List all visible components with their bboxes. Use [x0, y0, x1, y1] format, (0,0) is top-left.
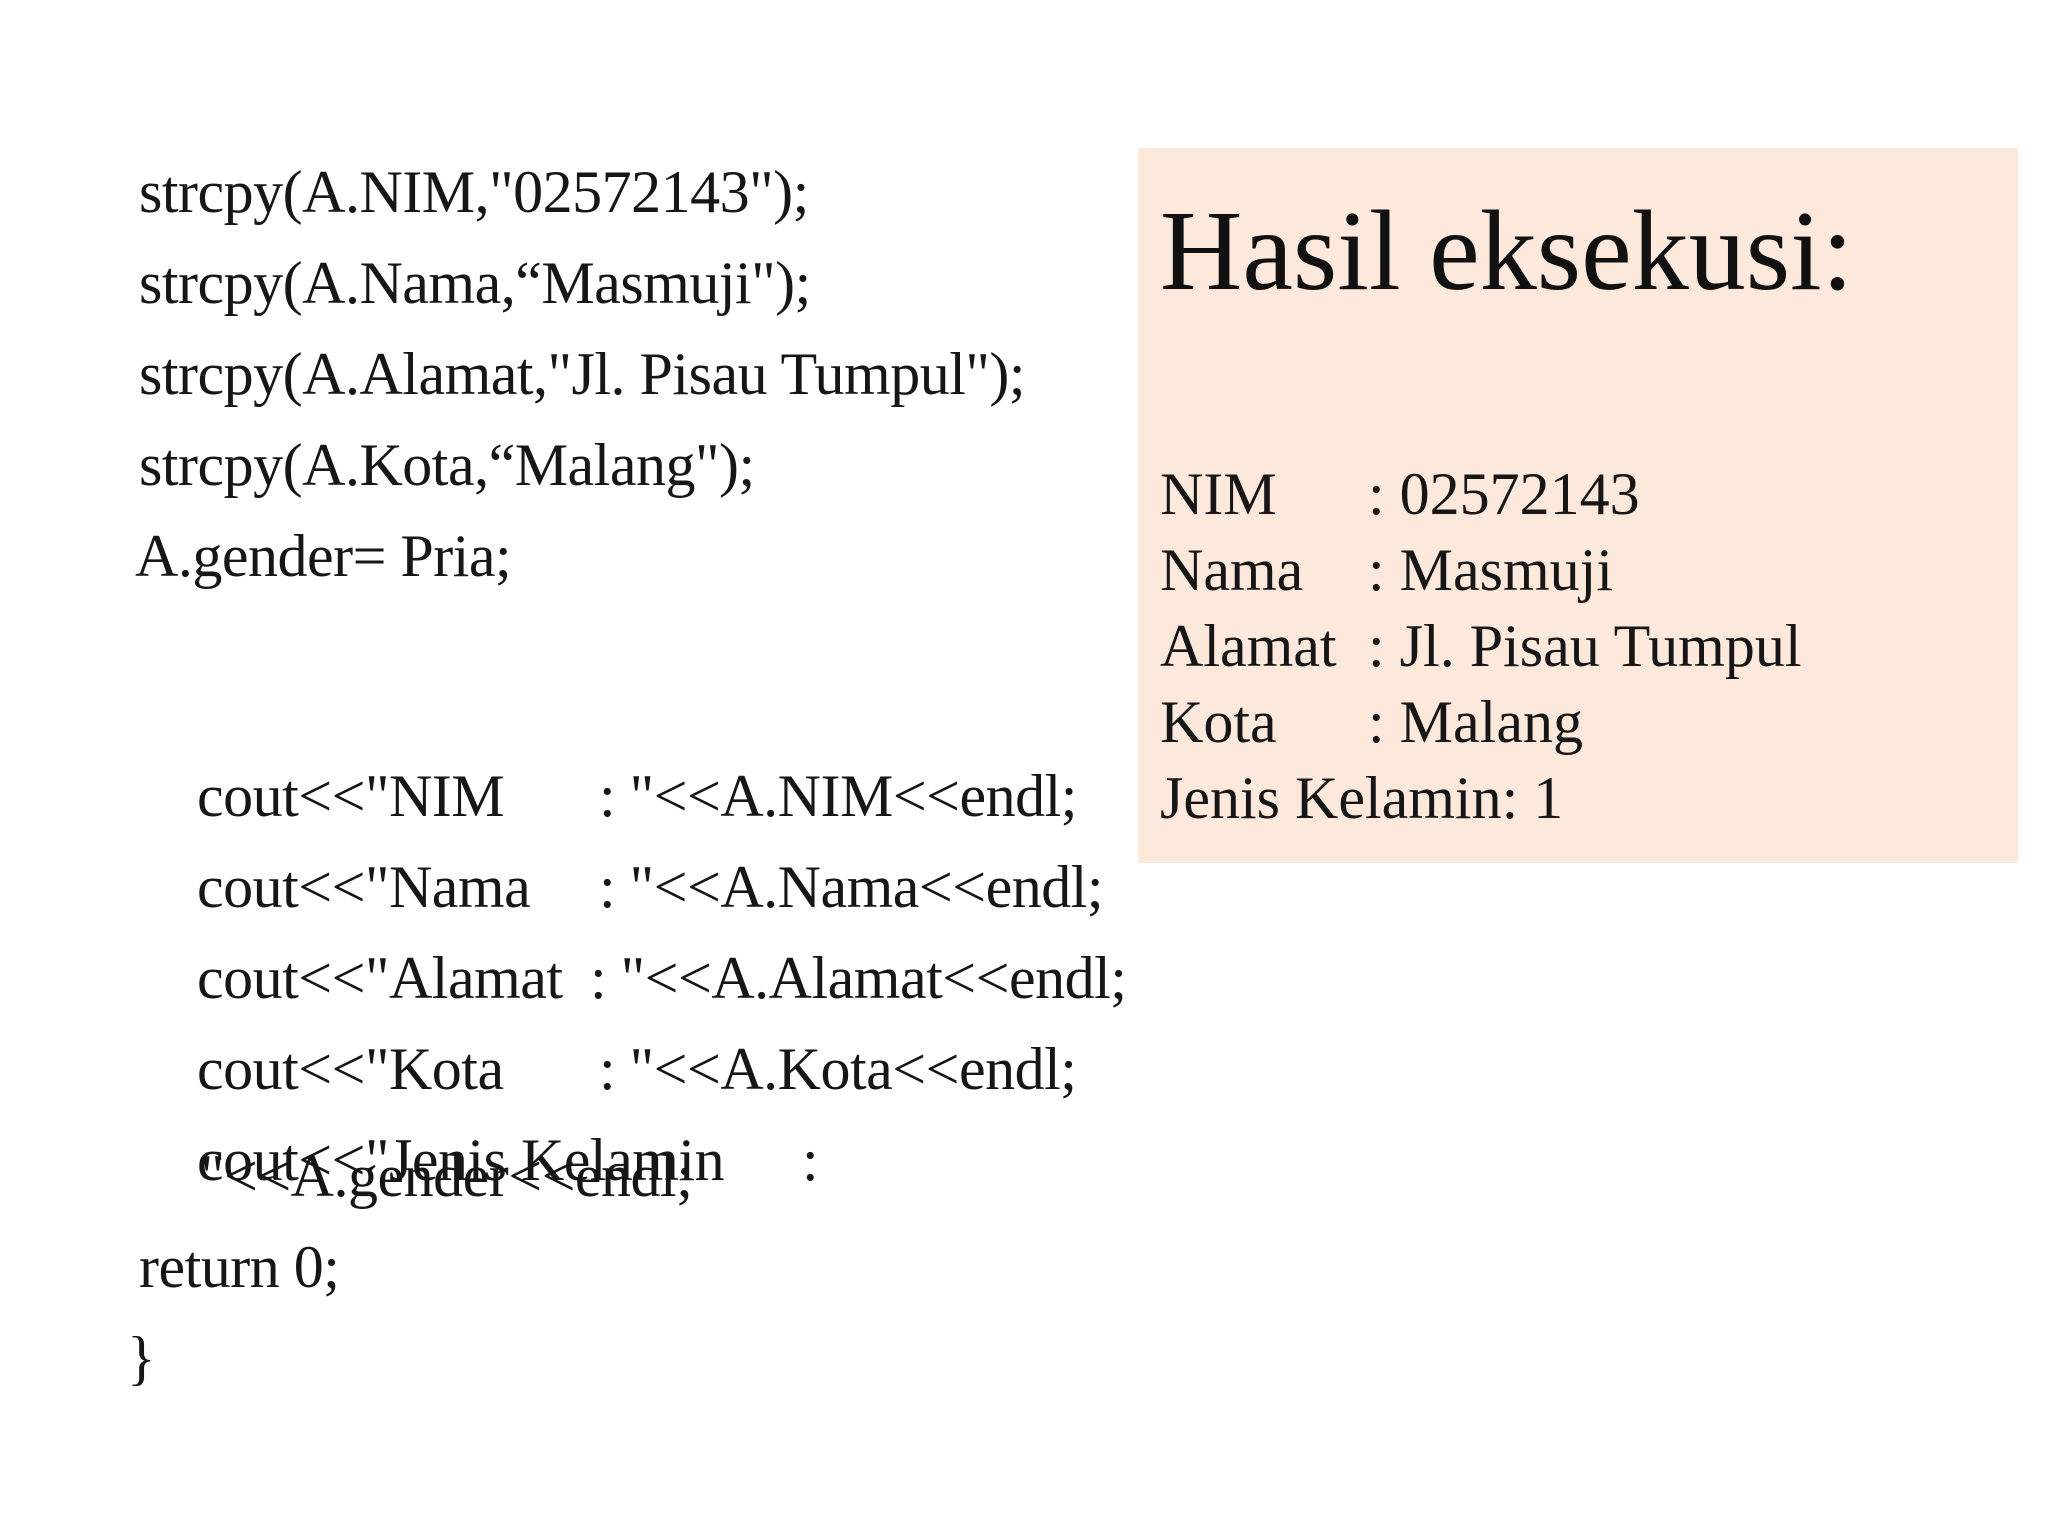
code-line-cout-kota: cout<<"Kota : "<<A.Kota<<endl;	[139, 979, 1077, 1159]
result-row-gender: Jenis Kelamin: 1	[1160, 768, 1563, 828]
result-row-alamat: Alamat : Jl. Pisau Tumpul	[1160, 616, 1802, 676]
cout-nim-prefix: cout<<"NIM	[197, 763, 505, 829]
result-value-gender: : 1	[1501, 765, 1564, 831]
code-line-gender-assign: A.gender= Pria;	[135, 523, 512, 589]
code-line-cout-gender: cout<<"Jenis Kelamin:	[139, 1070, 819, 1250]
code-line-strcpy-alamat: strcpy(A.Alamat,"Jl. Pisau Tumpul");	[139, 341, 1026, 407]
cout-kota-prefix: cout<<"Kota	[197, 1036, 504, 1102]
code-closing-brace: }	[127, 1325, 156, 1391]
result-row-kota: Kota : Malang	[1160, 692, 1583, 752]
code-line-cout-gender-cont: "<<A.gender<<endl;	[200, 1143, 693, 1209]
result-title: Hasil eksekusi:	[1160, 187, 1854, 314]
result-value-kota: : Malang	[1368, 689, 1583, 755]
code-line-cout-alamat: cout<<"Alamat : "<<A.Alamat<<endl;	[139, 888, 1127, 1068]
result-label-gender: Jenis Kelamin	[1160, 765, 1502, 831]
code-line-strcpy-nama: strcpy(A.Nama,“Masmuji");	[139, 250, 811, 316]
cout-alamat-suffix: : "<<A.Alamat<<endl;	[590, 945, 1127, 1011]
cout-kota-suffix: : "<<A.Kota<<endl;	[599, 1036, 1077, 1102]
result-label-nama: Nama	[1160, 537, 1304, 603]
cout-alamat-prefix: cout<<"Alamat	[197, 945, 563, 1011]
result-label-nim: NIM	[1160, 461, 1277, 527]
code-line-return: return 0;	[139, 1234, 340, 1300]
cout-nama-suffix: : "<<A.Nama<<endl;	[599, 854, 1104, 920]
code-line-strcpy-kota: strcpy(A.Kota,“Malang");	[139, 432, 755, 498]
result-label-kota: Kota	[1160, 689, 1277, 755]
cout-gender-suffix: :	[802, 1127, 819, 1193]
cout-gender-prefix: cout<<"Jenis Kelamin	[197, 1127, 725, 1193]
code-line-cout-nim: cout<<"NIM : "<<A.NIM<<endl;	[139, 706, 1077, 886]
cout-nama-prefix: cout<<"Nama	[197, 854, 531, 920]
result-value-alamat: : Jl. Pisau Tumpul	[1368, 613, 1802, 679]
result-value-nim: : 02572143	[1368, 461, 1640, 527]
code-line-cout-nama: cout<<"Nama : "<<A.Nama<<endl;	[139, 797, 1104, 977]
result-value-nama: : Masmuji	[1368, 537, 1614, 603]
result-row-nim: NIM : 02572143	[1160, 464, 1640, 524]
result-panel: Hasil eksekusi: NIM : 02572143 Nama : Masm…	[1138, 148, 2018, 863]
result-row-nama: Nama : Masmuji	[1160, 540, 1613, 600]
cout-nim-suffix: : "<<A.NIM<<endl;	[599, 763, 1077, 829]
code-line-strcpy-nim: strcpy(A.NIM,"02572143");	[139, 159, 809, 225]
result-label-alamat: Alamat	[1160, 613, 1337, 679]
